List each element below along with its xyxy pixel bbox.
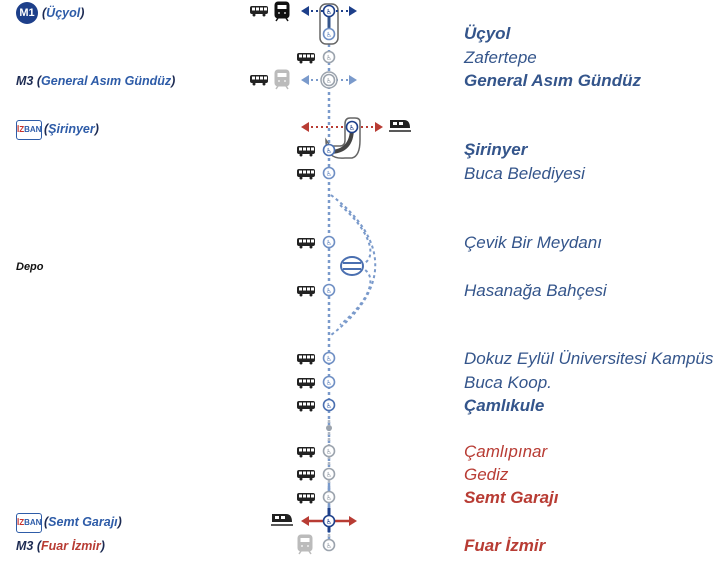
depot-label: Depo — [16, 261, 44, 273]
station-label[interactable]: Fuar İzmir — [464, 536, 546, 555]
station-label[interactable]: Çamlıkule — [464, 396, 545, 415]
station-label[interactable]: Zafertepe — [464, 48, 537, 67]
izban-logo: İZBAN — [16, 513, 42, 533]
station-label[interactable]: Hasanağa Bahçesi — [464, 281, 607, 300]
station-label[interactable]: Şirinyer — [464, 140, 528, 159]
accessible-icon — [322, 4, 336, 18]
transfer-label-m3-general: M3 (General Asım Gündüz) — [16, 74, 176, 88]
station-label[interactable]: Çamlıpınar — [464, 442, 548, 461]
metro-icon — [274, 1, 290, 22]
depot-icon — [340, 256, 364, 276]
m1-badge: M1 — [16, 2, 38, 24]
station-label[interactable]: Semt Garajı — [464, 488, 559, 507]
station-label[interactable]: Buca Belediyesi — [464, 164, 585, 183]
train-icon — [388, 119, 412, 132]
station-label[interactable]: Gediz — [464, 465, 509, 484]
bus-icon — [250, 6, 268, 17]
station-label[interactable]: General Asım Gündüz — [464, 71, 641, 90]
depot-loop — [330, 194, 377, 336]
station-label[interactable]: Üçyol — [464, 24, 511, 43]
station-label[interactable]: Çevik Bir Meydanı — [464, 233, 602, 252]
transfer-label-izban-sirinyer: (Şirinyer) — [44, 122, 99, 136]
transfer-label-izban-semt: (Semt Garajı) — [44, 515, 122, 529]
transfer-label-m3-fuar: M3 (Fuar İzmir) — [16, 539, 105, 553]
station-label[interactable]: Dokuz Eylül Üniversitesi Kampüs — [464, 349, 714, 368]
izban-logo: İZBAN — [16, 120, 42, 140]
station-label[interactable]: Buca Koop. — [464, 373, 552, 392]
transfer-label-m1: (Üçyol) — [42, 6, 85, 20]
